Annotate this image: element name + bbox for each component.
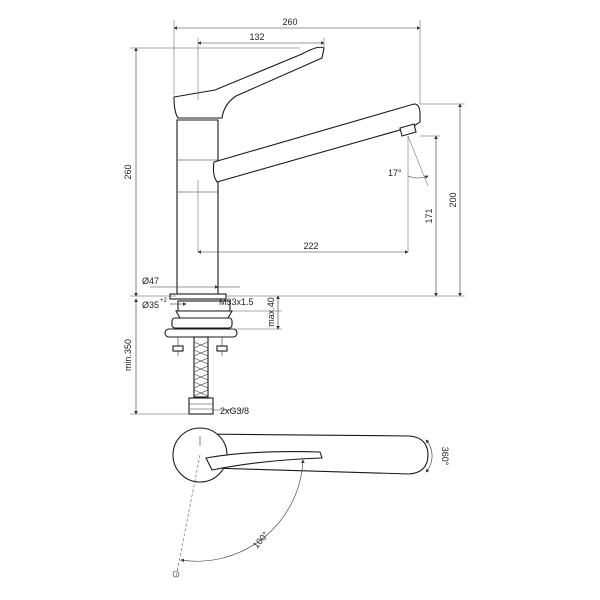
spout xyxy=(212,103,421,183)
dim-spout-angle: 17° xyxy=(388,168,402,178)
mount-washer xyxy=(175,310,233,319)
hose-fitting xyxy=(188,397,214,415)
dimension-lines xyxy=(130,20,465,563)
faucet-top-view xyxy=(172,427,429,578)
dim-min-hose: min.350 xyxy=(123,339,133,371)
base-ring xyxy=(169,293,227,300)
dim-spout-height: 200 xyxy=(448,192,458,207)
dim-lever-rotation: 360° xyxy=(440,447,450,466)
mount-flange xyxy=(164,328,238,338)
faucet-body xyxy=(176,119,219,297)
dim-spout-reach: 222 xyxy=(303,241,318,251)
braided-hose xyxy=(193,336,209,398)
dim-swivel-angle: 100° xyxy=(251,529,271,550)
dim-lever-reach: 132 xyxy=(249,32,264,42)
aerator xyxy=(399,123,417,137)
dim-hole-diameter: Ø35 xyxy=(142,300,159,310)
dim-body-diameter: Ø47 xyxy=(142,276,159,286)
mounting-assembly xyxy=(164,300,238,415)
dim-outlet-height: 171 xyxy=(424,208,434,223)
dim-overall-height: 260 xyxy=(123,164,133,179)
dim-max-deck: max.40 xyxy=(266,297,276,327)
faucet-side-view xyxy=(169,46,421,300)
lever-handle xyxy=(173,46,325,119)
dim-hole-tolerance: +2 xyxy=(160,298,168,304)
stud-left xyxy=(172,345,184,352)
dim-overall-width: 260 xyxy=(282,17,297,27)
dim-hose-connection: 2xG3/8 xyxy=(220,406,249,416)
mount-nut xyxy=(171,317,233,329)
stud-right xyxy=(216,345,228,352)
dim-thread: M33x1.5 xyxy=(219,297,254,307)
